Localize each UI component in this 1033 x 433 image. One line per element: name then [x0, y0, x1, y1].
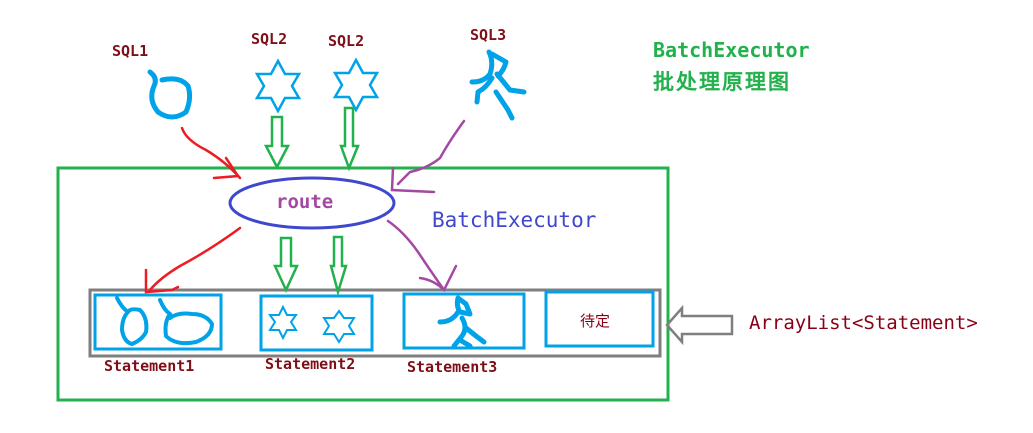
statement1-scribble-icon	[115, 296, 214, 346]
sql1-label: SQL1	[112, 42, 149, 60]
statement3-running-figure-icon	[437, 295, 487, 349]
statement2-star-icon	[322, 309, 356, 344]
batch-executor-container	[56, 166, 670, 402]
sql1-to-route-arrow	[180, 126, 242, 180]
arraylist-container	[88, 288, 662, 358]
statement2-label: Statement2	[265, 355, 356, 373]
statement3-label: Statement3	[407, 358, 498, 376]
diagram-title: BatchExecutor	[653, 38, 810, 62]
sql1-circle-icon	[147, 69, 193, 120]
sql2-label: SQL2	[328, 32, 365, 50]
statement3-box	[402, 292, 526, 350]
route-to-statement3-arrow	[386, 219, 458, 293]
sql3-to-route-arrow	[390, 119, 466, 194]
route-to-statement2-arrow	[273, 236, 299, 294]
arraylist-pointer-arrow	[665, 304, 734, 346]
batch-executor-label: BatchExecutor	[432, 208, 597, 232]
sql3-label: SQL3	[470, 26, 507, 44]
sql2-label: SQL2	[251, 30, 288, 48]
statement2-star-icon	[268, 304, 298, 341]
pending-statement-label: 待定	[580, 312, 611, 330]
sql2-star-icon	[254, 58, 302, 114]
sql3-running-figure-icon	[469, 49, 527, 121]
route-to-statement1-arrow	[144, 226, 242, 294]
statement1-box	[93, 293, 223, 351]
diagram-subtitle: 批处理原理图	[653, 70, 791, 94]
sql2-star-icon	[332, 57, 380, 113]
statement1-label: Statement1	[104, 357, 195, 375]
statement2-box	[259, 294, 374, 352]
pending-box	[544, 290, 655, 348]
sql2-to-route-arrow	[263, 115, 291, 170]
route-label: route	[276, 191, 334, 213]
route-ellipse	[228, 176, 396, 230]
route-to-statement2-arrow	[329, 235, 348, 297]
sql2-to-route-arrow	[339, 106, 360, 172]
arraylist-label: ArrayList<Statement>	[749, 312, 978, 334]
